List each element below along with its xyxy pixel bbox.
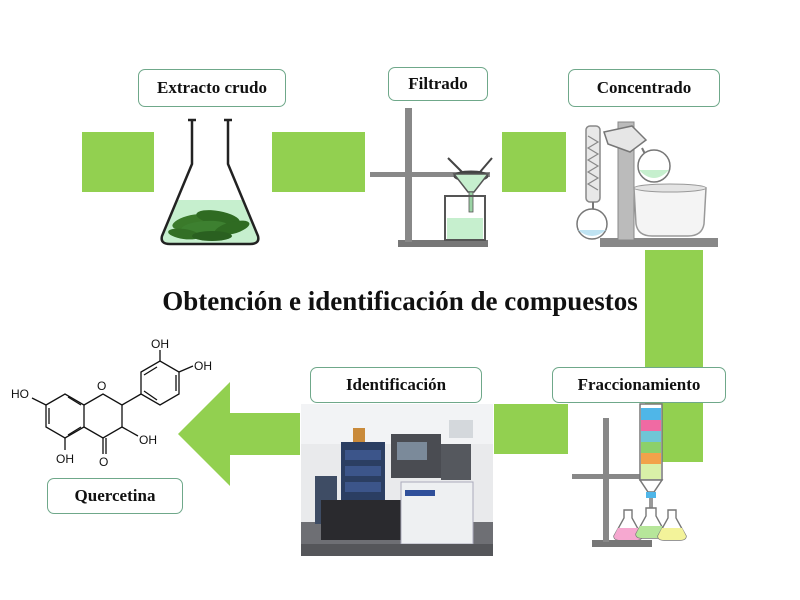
step-label-extracto: Extracto crudo [138, 69, 286, 107]
hydroxyl-3-label: OH [139, 433, 157, 447]
hydroxyl-3p-label: OH [151, 337, 169, 351]
flow-connector-5 [494, 404, 568, 454]
lab-equipment-photo [301, 404, 493, 556]
erlenmeyer-flask-icon [160, 118, 260, 246]
fractionation-column-icon [572, 403, 687, 547]
flow-connector-2 [272, 132, 365, 192]
step-label-fraccionamiento: Fraccionamiento [552, 367, 726, 403]
ring-oxygen-label: O [97, 379, 106, 393]
flow-connector-3 [502, 132, 566, 192]
hydroxyl-5-label: OH [56, 452, 74, 466]
filtration-stand-icon [370, 108, 493, 247]
diagram-title: Obtención e identificación de compuestos [162, 286, 638, 316]
step-label-identificacion: Identificación [310, 367, 482, 403]
hydroxyl-4p-label: OH [194, 359, 212, 373]
rotary-evaporator-icon [576, 121, 718, 247]
step-label-filtrado: Filtrado [388, 67, 488, 101]
quercetin-structure-icon: O O OH OH OH HO OH [11, 337, 212, 469]
hydroxyl-7-label: HO [11, 387, 29, 401]
step-label-concentrado: Concentrado [568, 69, 720, 107]
ketone-oxygen-label: O [99, 455, 108, 469]
flow-connector-1 [82, 132, 154, 192]
product-label-quercetina: Quercetina [47, 478, 183, 514]
